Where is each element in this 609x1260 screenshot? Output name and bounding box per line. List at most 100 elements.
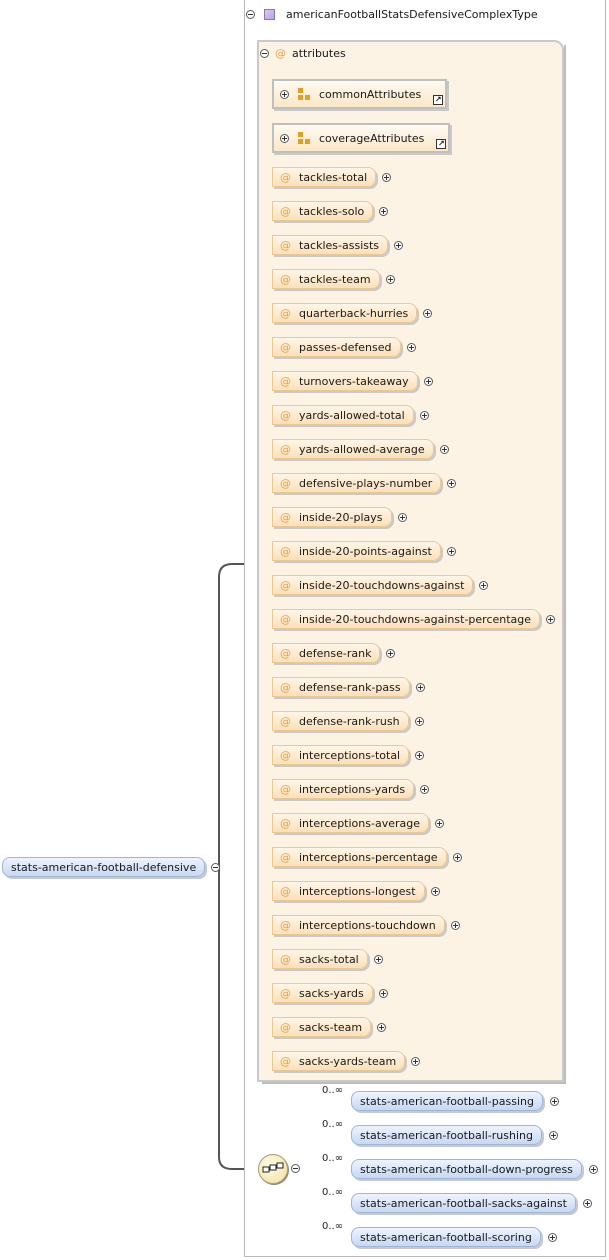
expand-icon[interactable] <box>549 1130 558 1140</box>
attribute[interactable]: @tackles-team <box>272 269 380 289</box>
expand-icon[interactable] <box>415 682 425 692</box>
expand-icon[interactable] <box>377 1022 387 1032</box>
expand-icon[interactable] <box>420 784 430 794</box>
expand-icon[interactable] <box>394 240 404 250</box>
expand-icon[interactable] <box>397 512 407 522</box>
child-element[interactable]: stats-american-football-rushing <box>351 1125 542 1145</box>
attribute[interactable]: @interceptions-touchdown <box>272 915 445 935</box>
attribute[interactable]: @tackles-assists <box>272 235 389 255</box>
attribute[interactable]: @turnovers-takeaway <box>272 371 418 391</box>
expand-icon[interactable] <box>414 716 424 726</box>
expand-icon[interactable] <box>385 274 395 284</box>
collapse-icon[interactable] <box>246 9 255 19</box>
attribute[interactable]: @inside-20-plays <box>272 507 392 527</box>
attribute-group-icon <box>298 88 310 100</box>
attribute[interactable]: @inside-20-points-against <box>272 541 441 561</box>
attribute-at-icon: @ <box>280 918 291 932</box>
expand-icon[interactable] <box>280 89 289 99</box>
attribute-at-icon: @ <box>280 408 291 422</box>
expand-icon[interactable] <box>280 133 289 143</box>
reference-link-icon[interactable]: ↗ <box>433 95 444 105</box>
attribute-at-icon: @ <box>280 714 291 728</box>
attribute[interactable]: @sacks-total <box>272 949 368 969</box>
root-element[interactable]: stats-american-football-defensive <box>2 857 206 877</box>
attribute[interactable]: @interceptions-yards <box>272 779 415 799</box>
expand-icon[interactable] <box>379 206 389 216</box>
child-element-name: stats-american-football-sacks-against <box>360 1196 567 1210</box>
attribute[interactable]: @yards-allowed-average <box>272 439 434 459</box>
expand-icon[interactable] <box>430 886 440 896</box>
attribute-row: @defensive-plays-number <box>272 472 457 494</box>
attribute[interactable]: @inside-20-touchdowns-against <box>272 575 474 595</box>
sequence-compositor[interactable] <box>258 1154 288 1184</box>
expand-icon[interactable] <box>452 852 462 862</box>
expand-icon[interactable] <box>423 308 433 318</box>
attribute[interactable]: @quarterback-hurries <box>272 303 418 323</box>
attribute[interactable]: @tackles-total <box>272 167 377 187</box>
attribute-name: tackles-solo <box>299 204 365 218</box>
attribute-row: @yards-allowed-total <box>272 404 429 426</box>
attribute[interactable]: @sacks-team <box>272 1017 372 1037</box>
child-element[interactable]: stats-american-football-sacks-against <box>351 1193 576 1213</box>
attribute-row: @interceptions-longest <box>272 880 440 902</box>
attribute[interactable]: @interceptions-total <box>272 745 410 765</box>
expand-icon[interactable] <box>588 1164 598 1174</box>
attribute-group-ref[interactable]: commonAttributes ↗ <box>272 79 448 109</box>
expand-icon[interactable] <box>439 444 449 454</box>
sequence-icon <box>262 1162 284 1173</box>
attribute[interactable]: @tackles-solo <box>272 201 374 221</box>
expand-icon[interactable] <box>549 1096 559 1106</box>
attribute[interactable]: @sacks-yards-team <box>272 1051 406 1071</box>
attribute-at-icon: @ <box>280 578 291 592</box>
expand-icon[interactable] <box>479 580 489 590</box>
attribute-row: @tackles-team <box>272 268 395 290</box>
attribute[interactable]: @interceptions-longest <box>272 881 425 901</box>
attribute[interactable]: @yards-allowed-total <box>272 405 414 425</box>
collapse-icon[interactable] <box>291 1164 300 1173</box>
attribute-at-icon: @ <box>280 986 291 1000</box>
expand-icon[interactable] <box>415 750 425 760</box>
attribute-at-icon: @ <box>280 782 291 796</box>
expand-icon[interactable] <box>446 546 456 556</box>
child-element-name: stats-american-football-down-progress <box>360 1162 573 1176</box>
expand-icon[interactable] <box>378 988 388 998</box>
root-element-row: stats-american-football-defensive <box>2 856 221 878</box>
child-element[interactable]: stats-american-football-down-progress <box>351 1159 582 1179</box>
attribute-group-row[interactable]: coverageAttributes ↗ <box>272 122 451 154</box>
collapse-icon[interactable] <box>260 48 269 58</box>
attribute-at-icon: @ <box>275 46 286 60</box>
attribute[interactable]: @sacks-yards <box>272 983 373 1003</box>
expand-icon[interactable] <box>547 1232 557 1242</box>
expand-icon[interactable] <box>373 954 383 964</box>
attribute[interactable]: @interceptions-average <box>272 813 429 833</box>
attribute-group-row[interactable]: commonAttributes ↗ <box>272 78 448 110</box>
collapse-icon[interactable] <box>211 862 221 872</box>
attribute[interactable]: @defense-rank-rush <box>272 711 409 731</box>
child-element-name: stats-american-football-scoring <box>360 1230 532 1244</box>
expand-icon[interactable] <box>546 614 556 624</box>
attribute[interactable]: @inside-20-touchdowns-against-percentage <box>272 609 541 629</box>
attribute-group-ref[interactable]: coverageAttributes ↗ <box>272 123 451 153</box>
attribute[interactable]: @interceptions-percentage <box>272 847 447 867</box>
expand-icon[interactable] <box>582 1198 592 1208</box>
expand-icon[interactable] <box>419 410 429 420</box>
expand-icon[interactable] <box>450 920 460 930</box>
attribute-row: @interceptions-total <box>272 744 425 766</box>
reference-link-icon[interactable]: ↗ <box>436 139 447 149</box>
attribute[interactable]: @defensive-plays-number <box>272 473 442 493</box>
expand-icon[interactable] <box>423 376 433 386</box>
expand-icon[interactable] <box>447 478 457 488</box>
attribute[interactable]: @passes-defensed <box>272 337 401 357</box>
expand-icon[interactable] <box>386 648 396 658</box>
child-element[interactable]: stats-american-football-scoring <box>351 1227 541 1247</box>
expand-icon[interactable] <box>382 172 392 182</box>
expand-icon[interactable] <box>406 342 416 352</box>
expand-icon[interactable] <box>435 818 444 828</box>
attribute-row: @tackles-solo <box>272 200 389 222</box>
attribute[interactable]: @defense-rank-pass <box>272 677 410 697</box>
child-element[interactable]: stats-american-football-passing <box>351 1091 543 1111</box>
expand-icon[interactable] <box>411 1056 421 1066</box>
attribute[interactable]: @defense-rank <box>272 643 381 663</box>
attribute-name: defense-rank-pass <box>299 680 401 694</box>
attribute-row: @defense-rank-rush <box>272 710 424 732</box>
